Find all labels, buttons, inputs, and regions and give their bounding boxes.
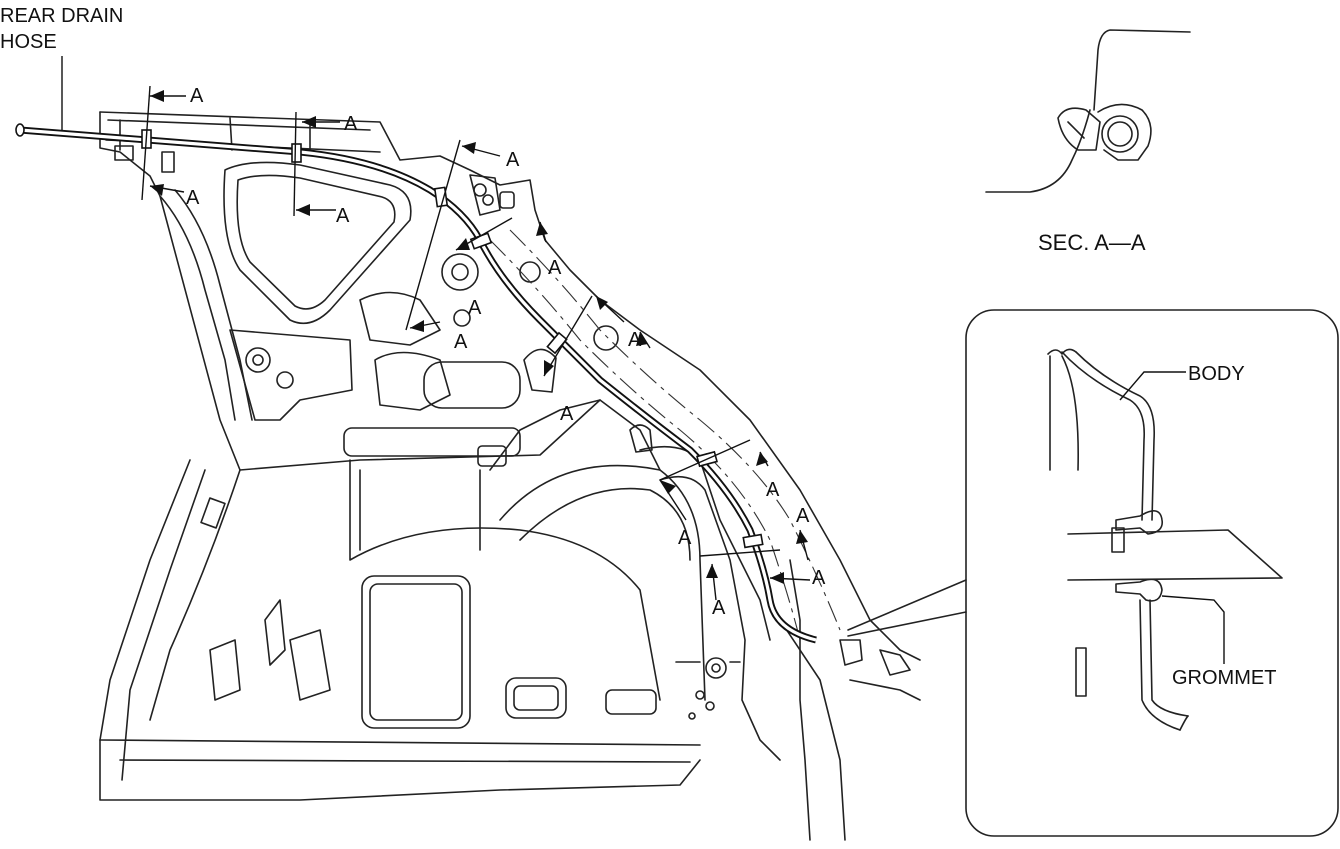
grommet-label: GROMMET (1172, 667, 1276, 689)
section-letter-a: A (812, 567, 826, 589)
section-letters: A A A A A A A A A A A A A A A (186, 85, 826, 619)
hose-clip (291, 143, 302, 163)
body-side-panel (99, 111, 921, 841)
section-letter-a: A (344, 113, 358, 135)
hose-clip (546, 331, 568, 355)
section-letter-a: A (548, 257, 562, 279)
section-letter-a: A (506, 149, 520, 171)
rear-drain-hose-label-line1: REAR DRAIN (0, 5, 123, 27)
section-letter-a: A (336, 205, 350, 227)
body-label: BODY (1188, 363, 1245, 385)
rear-drain-hose-label-line2: HOSE (0, 31, 57, 53)
section-letter-a: A (186, 187, 200, 209)
rear-drain-hose-callout: REAR DRAIN HOSE (0, 5, 123, 130)
hose-clip (433, 186, 449, 208)
section-letter-a: A (560, 403, 574, 425)
section-a-a-title: SEC. A—A (1038, 230, 1146, 255)
section-letter-a: A (454, 331, 468, 353)
hose-clip (742, 533, 764, 549)
section-letter-a: A (468, 297, 482, 319)
grommet-detail: BODY GROMMET (847, 309, 1339, 837)
section-letter-a: A (628, 329, 642, 351)
section-letter-a: A (190, 85, 204, 107)
section-a-a-detail: SEC. A—A (985, 29, 1191, 255)
section-letter-a: A (796, 505, 810, 527)
section-cut-markers (141, 85, 811, 601)
section-letter-a: A (678, 527, 692, 549)
section-letter-a: A (766, 479, 780, 501)
rear-drain-hose (15, 123, 817, 644)
section-letter-a: A (712, 597, 726, 619)
section-arrowheads (150, 90, 808, 584)
grommet-detail-frame (965, 309, 1339, 837)
